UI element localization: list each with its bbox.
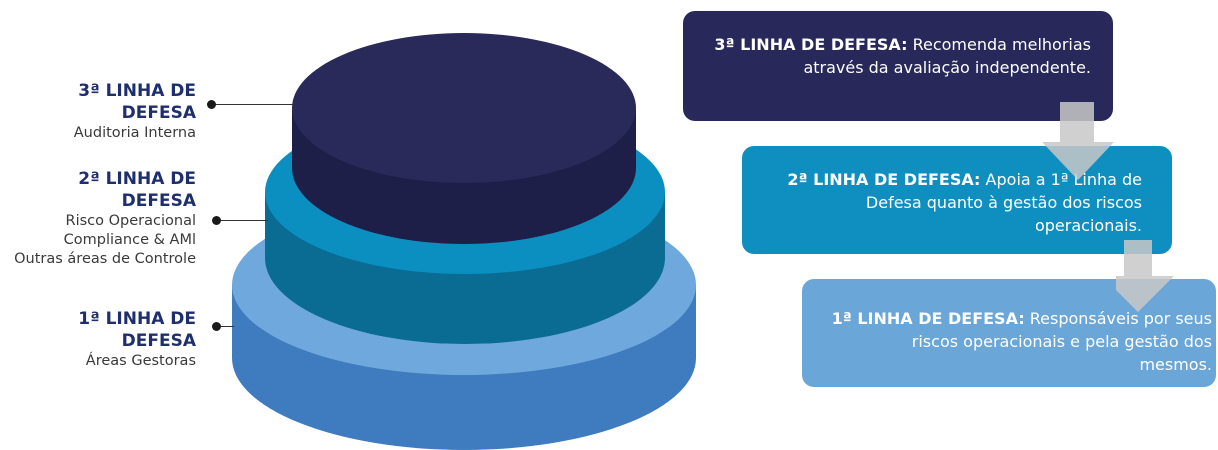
left-label-third-line: Auditoria Interna: [73, 125, 196, 141]
left-label-second-line-3: Outras áreas de Controle: [14, 251, 196, 267]
box-third-line-2: através da avaliação independente.: [803, 58, 1091, 77]
left-label-third-title: 3ª LINHA DE DEFESA: [78, 81, 196, 123]
box-second-line-1: Apoia a 1ª Linha de: [985, 170, 1142, 189]
left-label-second-line-1: Risco Operacional: [65, 213, 196, 229]
connector-third-dot: [207, 100, 216, 109]
left-label-first-line: Áreas Gestoras: [85, 353, 196, 369]
box-second-line: 2ª LINHA DE DEFESA: Apoia a 1ª Linha de …: [742, 146, 1172, 254]
box-first-line-3: mesmos.: [1139, 355, 1212, 374]
box-first-line-1: Responsáveis por seus: [1029, 309, 1212, 328]
box-first-text-1: 1ª LINHA DE DEFESA: Responsáveis por seu…: [802, 307, 1212, 330]
box-third-line: 3ª LINHA DE DEFESA: Recomenda melhorias …: [683, 11, 1113, 121]
connector-third-line: [213, 104, 293, 105]
connector-second-dot: [212, 216, 221, 225]
left-label-second-title: 2ª LINHA DE DEFESA: [78, 169, 196, 211]
box-second-line-3: operacionais.: [1034, 216, 1142, 235]
tier-3-top: [292, 33, 636, 183]
tier-3-cylinder: [292, 33, 636, 244]
left-label-third: 3ª LINHA DE DEFESA Auditoria Interna: [0, 80, 196, 143]
box-second-line-2: Defesa quanto à gestão dos riscos: [865, 193, 1142, 212]
connector-first-dot: [212, 322, 221, 331]
connector-second-line: [218, 220, 268, 221]
left-label-second: 2ª LINHA DE DEFESA Risco Operacional Com…: [0, 168, 196, 269]
box-first-line-2: riscos operacionais e pela gestão dos: [911, 332, 1212, 351]
arrow-down-icon: [1116, 240, 1174, 312]
box-third-text-1: 3ª LINHA DE DEFESA: Recomenda melhorias: [683, 33, 1091, 56]
left-label-first-title: 1ª LINHA DE DEFESA: [78, 309, 196, 351]
box-third-title: 3ª LINHA DE DEFESA:: [714, 35, 908, 54]
connector-first-line: [218, 326, 234, 327]
arrow-down-icon: [1042, 102, 1114, 180]
left-label-first: 1ª LINHA DE DEFESA Áreas Gestoras: [0, 308, 196, 371]
box-second-title: 2ª LINHA DE DEFESA:: [787, 170, 981, 189]
box-third-line-1: Recomenda melhorias: [912, 35, 1091, 54]
left-label-second-line-2: Compliance & AMl: [63, 232, 196, 248]
box-first-title: 1ª LINHA DE DEFESA:: [831, 309, 1025, 328]
box-second-text-1: 2ª LINHA DE DEFESA: Apoia a 1ª Linha de: [742, 168, 1142, 191]
